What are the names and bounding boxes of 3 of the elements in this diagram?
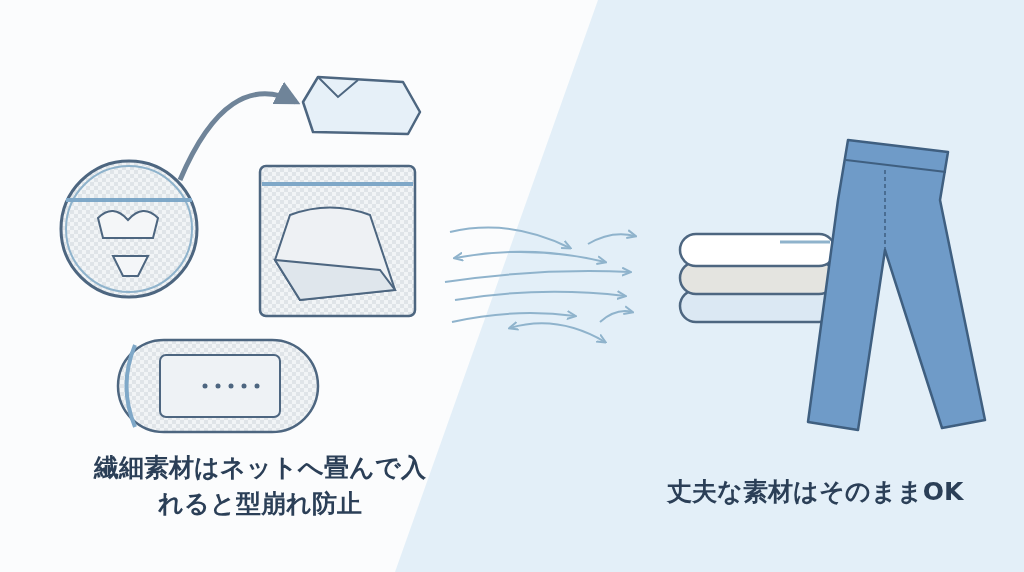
caption-text: 丈夫な素材はそのままOK [665, 476, 965, 508]
caption-text: 繊細素材はネットへ畳んで入れると型崩れ防止 [92, 452, 427, 520]
curved-arrow [177, 82, 301, 182]
